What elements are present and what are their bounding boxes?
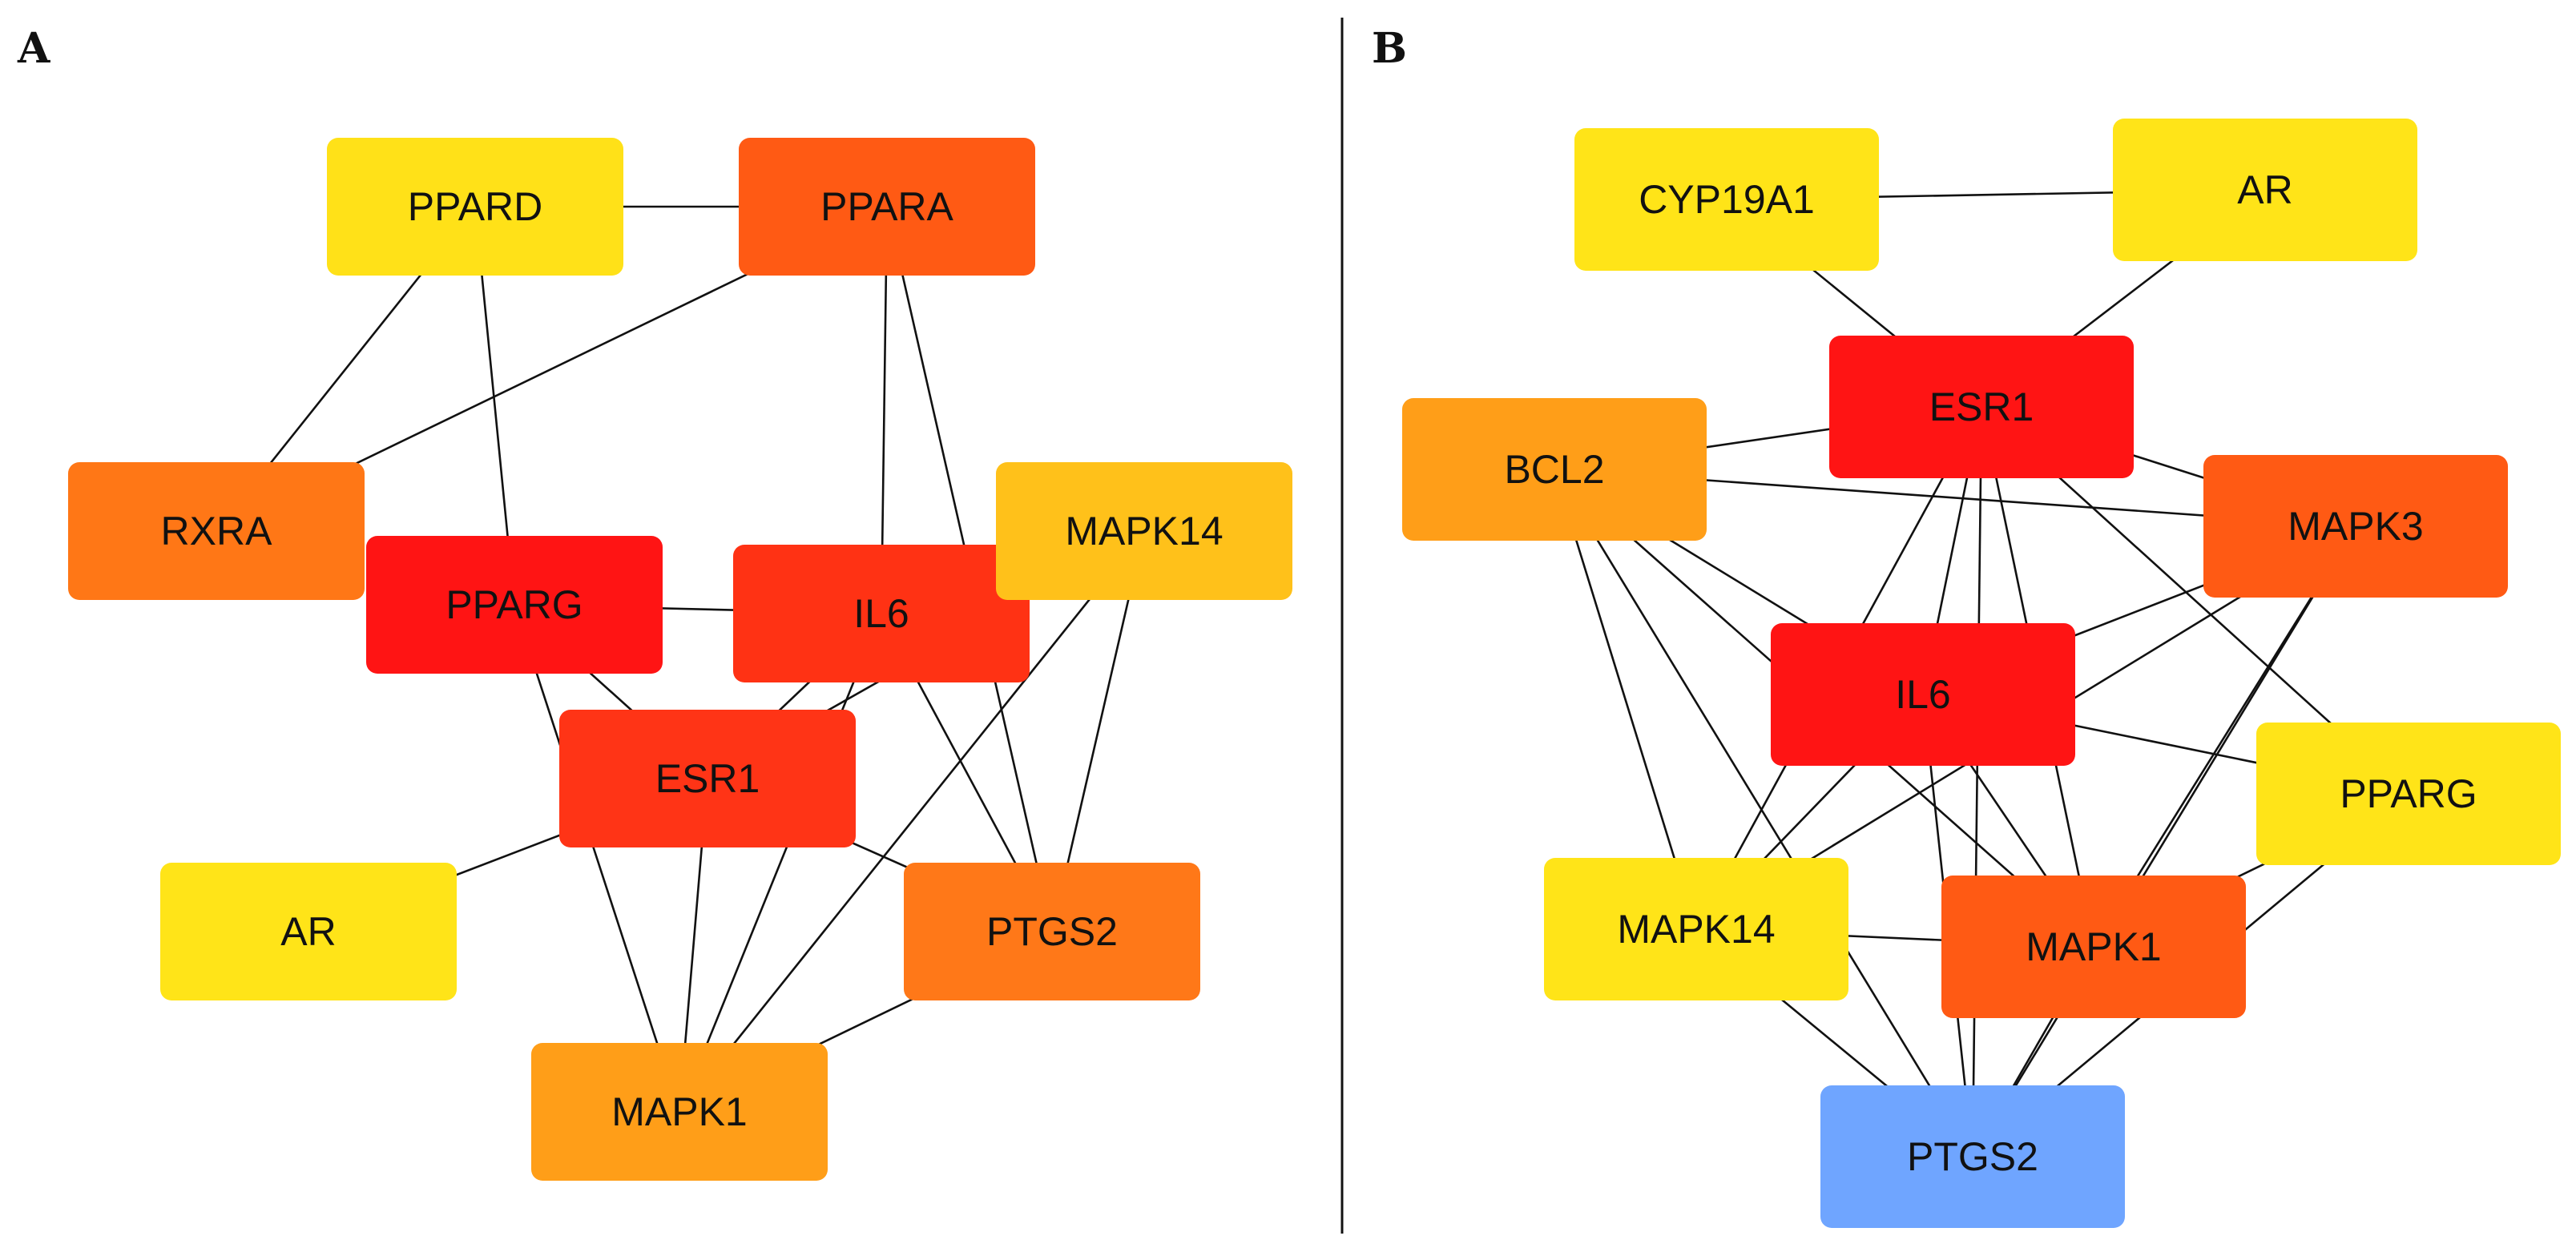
node-label: PPARG <box>445 582 583 627</box>
node-label: AR <box>280 909 336 954</box>
panel-a-label: A <box>17 24 50 73</box>
node-label: ESR1 <box>655 756 760 801</box>
node-label: IL6 <box>1895 672 1951 717</box>
node-label: MAPK1 <box>611 1089 748 1134</box>
node-label: PPARD <box>408 184 543 229</box>
node-label: CYP19A1 <box>1639 177 1815 222</box>
node-box <box>327 138 623 276</box>
node-mapk14[interactable]: MAPK14 <box>1544 858 1848 1000</box>
node-esr1[interactable]: ESR1 <box>1829 336 2134 478</box>
node-ptgs2[interactable]: PTGS2 <box>1820 1085 2125 1228</box>
node-cyp19a1[interactable]: CYP19A1 <box>1574 128 1879 271</box>
node-box <box>1402 398 1707 541</box>
node-label: RXRA <box>161 509 273 554</box>
node-box <box>68 462 365 600</box>
edge-mapk3-ptgs2 <box>1971 525 2357 1157</box>
panel-b-label: B <box>1372 24 1407 73</box>
node-ppara[interactable]: PPARA <box>739 138 1035 276</box>
edge-mapk14-mapk1 <box>678 530 1146 1113</box>
node-label: BCL2 <box>1504 447 1604 492</box>
node-label: IL6 <box>853 591 909 636</box>
node-label: AR <box>2237 167 2292 212</box>
edge-esr1-ptgs2 <box>1971 406 1983 1157</box>
node-label: ESR1 <box>1929 384 2034 429</box>
node-il6[interactable]: IL6 <box>1771 623 2075 766</box>
node-label: PTGS2 <box>1907 1134 2038 1179</box>
node-label: PPARG <box>2340 771 2477 816</box>
node-box <box>1771 623 2075 766</box>
node-mapk3[interactable]: MAPK3 <box>2203 455 2508 598</box>
node-label: MAPK3 <box>2288 504 2424 549</box>
node-esr1[interactable]: ESR1 <box>559 710 856 847</box>
node-mapk1[interactable]: MAPK1 <box>531 1043 828 1181</box>
node-box <box>531 1043 828 1181</box>
node-il6[interactable]: IL6 <box>733 545 1030 682</box>
node-box <box>2203 455 2508 598</box>
node-ar[interactable]: AR <box>160 863 457 1000</box>
node-box <box>2256 723 2561 865</box>
node-label: PPARA <box>820 184 953 229</box>
edge-bcl2-ptgs2 <box>1553 469 1974 1157</box>
node-box <box>559 710 856 847</box>
node-box <box>366 536 663 674</box>
node-box <box>733 545 1030 682</box>
node-pparg[interactable]: PPARG <box>366 536 663 674</box>
node-box <box>1574 128 1879 271</box>
node-box <box>904 863 1200 1000</box>
node-label: PTGS2 <box>986 909 1118 954</box>
node-box <box>1820 1085 2125 1228</box>
node-mapk1[interactable]: MAPK1 <box>1941 876 2246 1018</box>
node-box <box>1829 336 2134 478</box>
node-label: MAPK1 <box>2026 924 2162 969</box>
node-ptgs2[interactable]: PTGS2 <box>904 863 1200 1000</box>
node-bcl2[interactable]: BCL2 <box>1402 398 1707 541</box>
node-box <box>996 462 1292 600</box>
node-box <box>739 138 1035 276</box>
node-box <box>1544 858 1848 1000</box>
edge-il6-mapk1 <box>678 613 883 1113</box>
node-rxra[interactable]: RXRA <box>68 462 365 600</box>
node-box <box>1941 876 2246 1018</box>
node-label: MAPK14 <box>1617 907 1775 952</box>
node-box <box>2113 119 2417 261</box>
edge-pparg-mapk1 <box>513 604 681 1113</box>
edge-bcl2-mapk14 <box>1553 469 1698 930</box>
node-ppard[interactable]: PPARD <box>327 138 623 276</box>
node-mapk14[interactable]: MAPK14 <box>996 462 1292 600</box>
node-label: MAPK14 <box>1065 509 1223 554</box>
node-box <box>160 863 457 1000</box>
node-pparg[interactable]: PPARG <box>2256 723 2561 865</box>
node-ar[interactable]: AR <box>2113 119 2417 261</box>
